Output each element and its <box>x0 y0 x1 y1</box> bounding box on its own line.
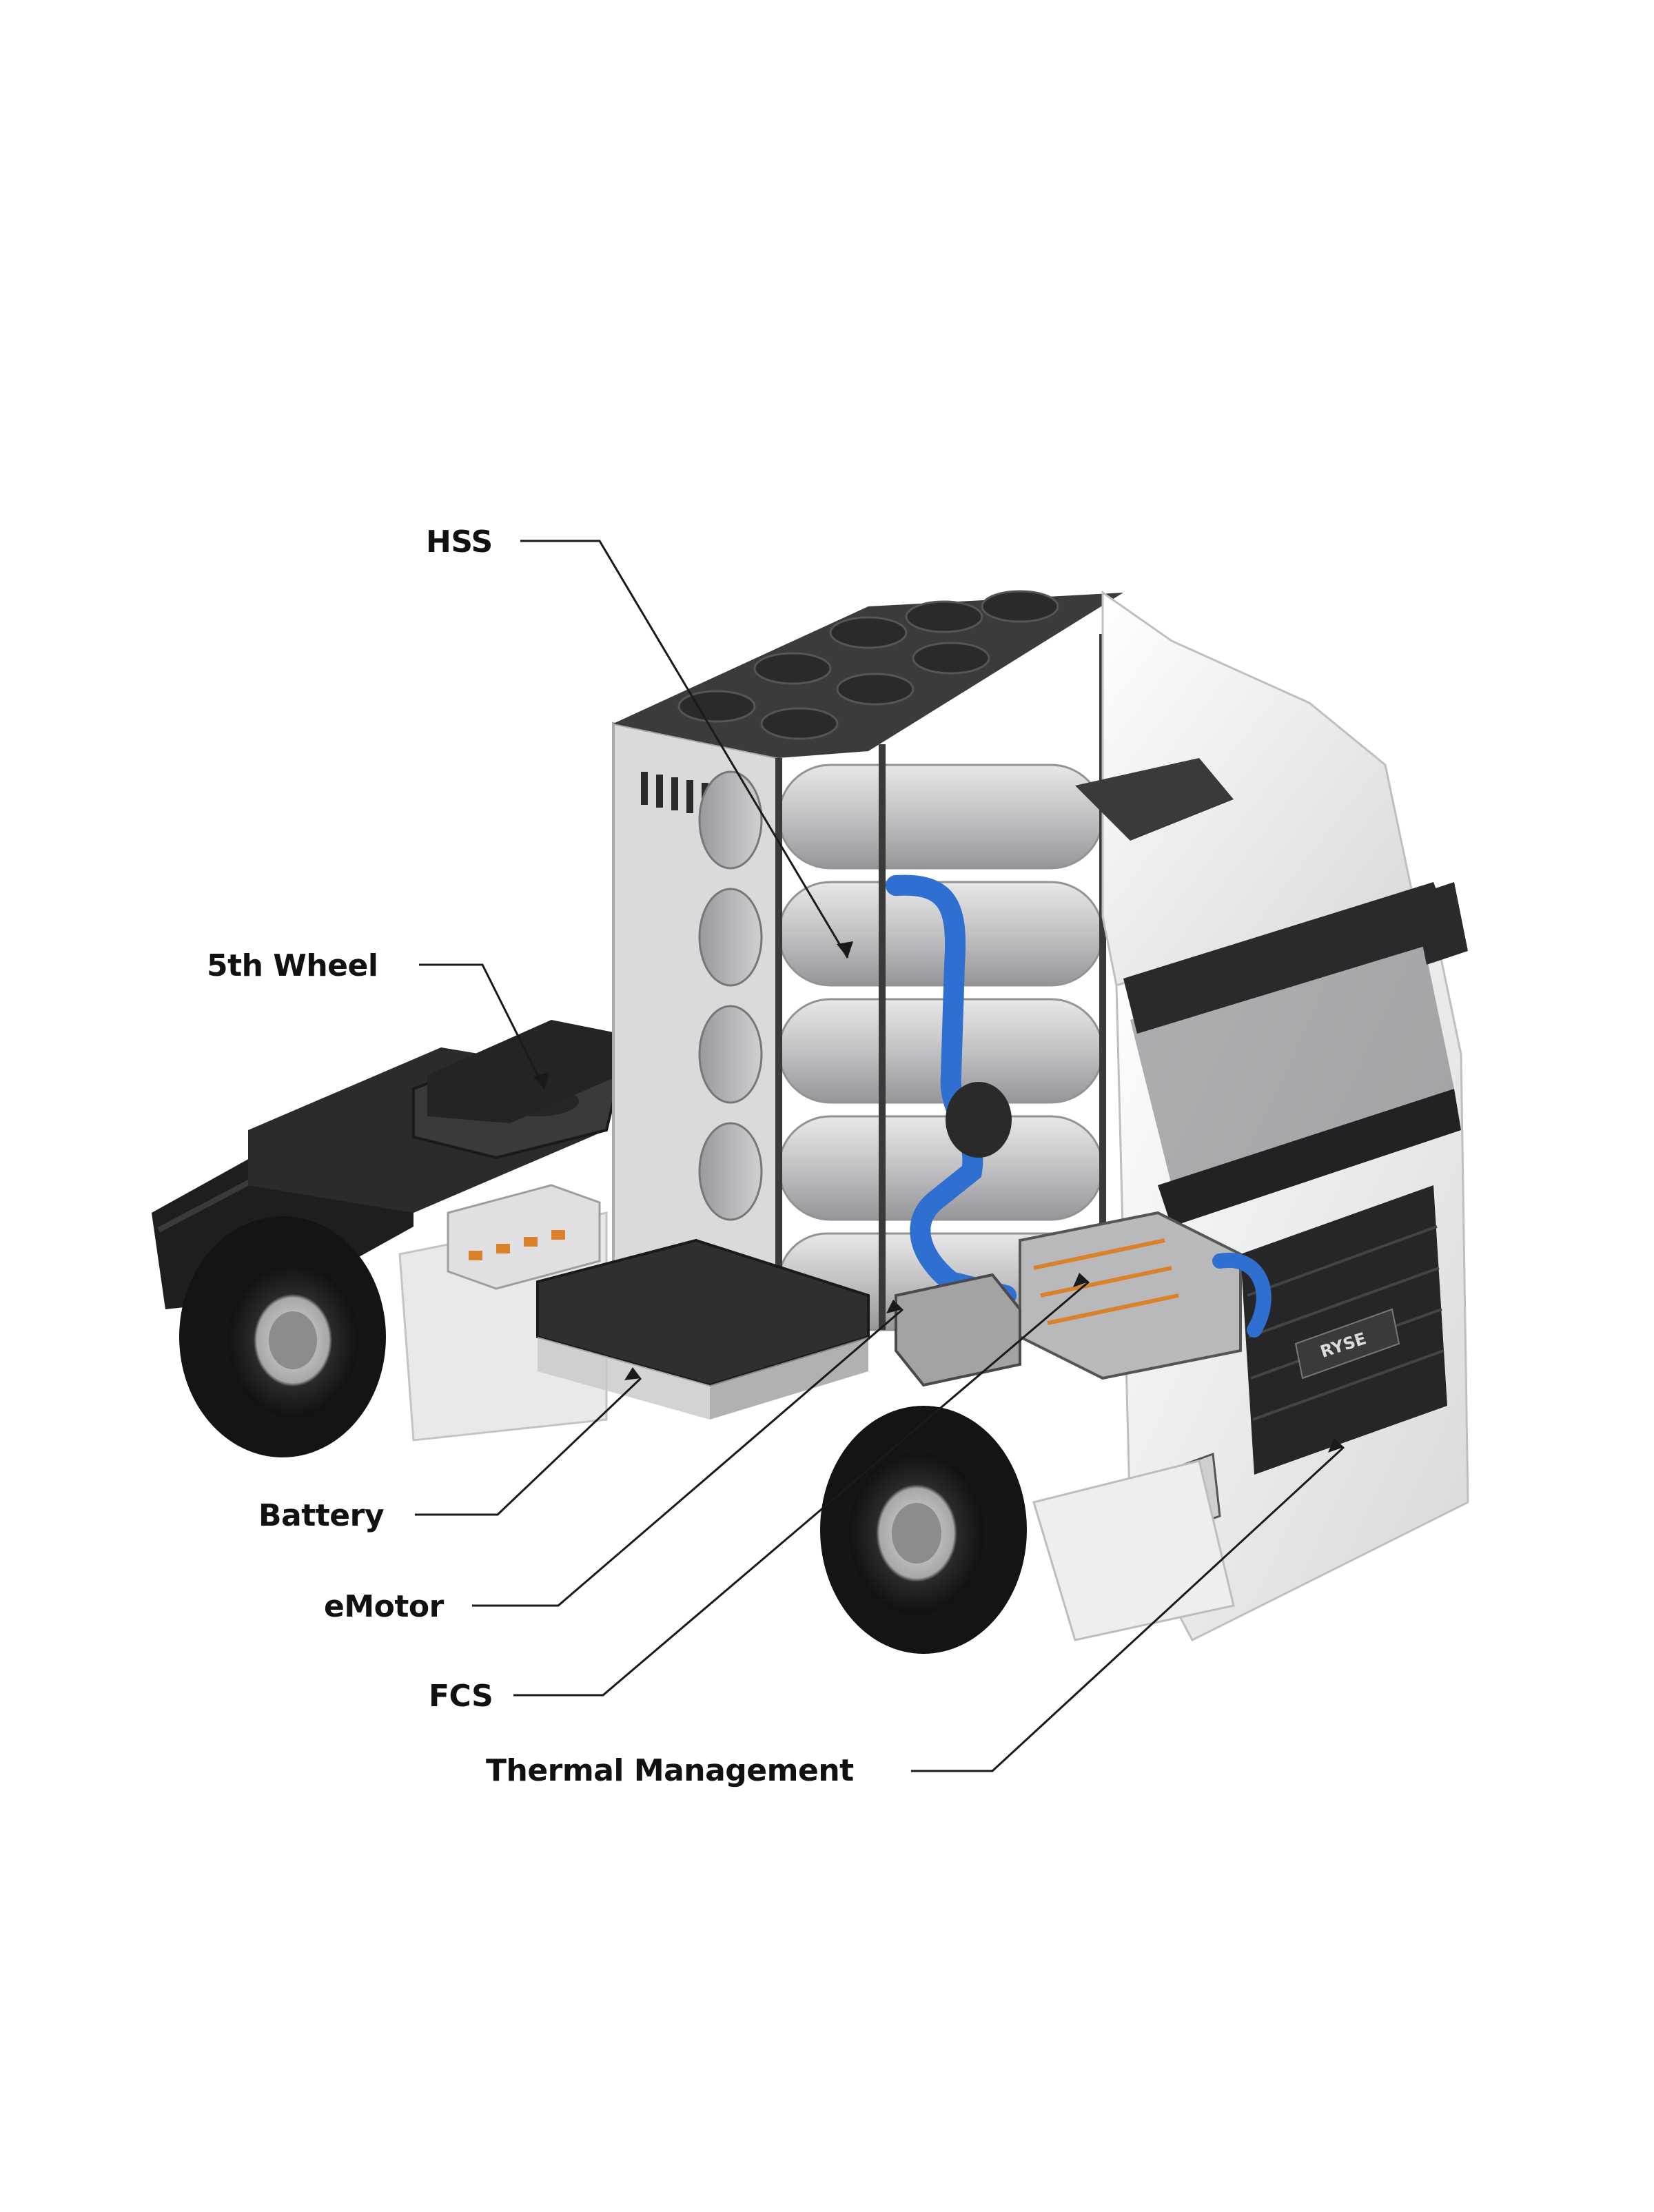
front-wheel <box>820 1406 1027 1654</box>
label-thermal-management: Thermal Management <box>486 1753 854 1788</box>
fuel-cell-system <box>1019 1211 1272 1380</box>
thermal-leader <box>911 1446 1345 1772</box>
label-fcs: FCS <box>429 1679 493 1714</box>
brand-badge: RYSE <box>1294 1308 1400 1380</box>
cab <box>1032 591 1469 1641</box>
rear-wheel <box>179 1216 386 1457</box>
fifth-wheel-leader <box>419 963 546 1089</box>
hydrogen-storage-system <box>612 590 1123 1353</box>
label-hss: HSS <box>426 524 493 560</box>
leader-arrowheads <box>533 941 1344 1453</box>
emotor-leader <box>472 1308 903 1607</box>
battery-pack <box>447 1184 870 1420</box>
label-battery: Battery <box>258 1498 385 1533</box>
label-emotor: eMotor <box>324 1589 444 1624</box>
hss-leader <box>520 540 849 959</box>
fcs-leader <box>513 1280 1090 1697</box>
label-fifth-wheel: 5th Wheel <box>207 948 378 983</box>
leader-lines <box>415 540 1345 1772</box>
battery-leader <box>415 1377 642 1516</box>
emotor <box>895 1273 1021 1387</box>
